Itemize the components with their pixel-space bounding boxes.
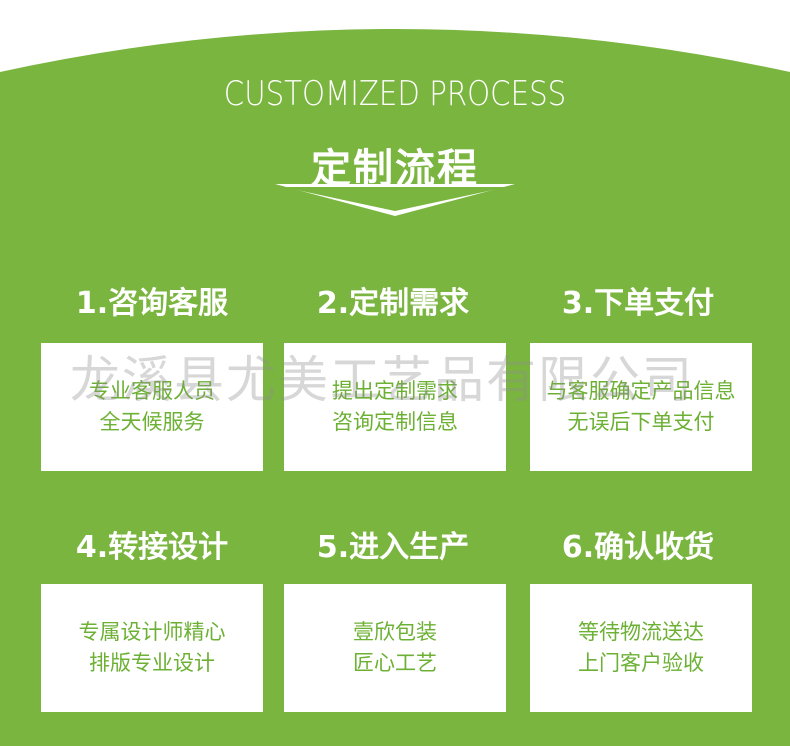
step-4-line-1: 专属设计师精心	[78, 620, 226, 644]
step-2-card: 提出定制需求 咨询定制信息	[284, 343, 506, 471]
step-2-title: 2.定制需求	[316, 286, 470, 321]
step-2-line-1: 提出定制需求	[332, 379, 458, 403]
step-5-title: 5.进入生产	[316, 530, 470, 565]
step-3-line-2: 无误后下单支付	[567, 410, 715, 434]
step-3-line-1: 与客服确定产品信息	[546, 379, 736, 403]
chevron-down-icon	[275, 184, 515, 216]
step-4-line-2: 排版专业设计	[89, 651, 215, 675]
step-1-line-1: 专业客服人员	[89, 379, 215, 403]
step-5-line-2: 匠心工艺	[353, 651, 437, 675]
step-4-card: 专属设计师精心 排版专业设计	[41, 584, 263, 712]
step-3-title: 3.下单支付	[561, 286, 715, 321]
step-5-card: 壹欣包装 匠心工艺	[284, 584, 506, 712]
step-6-card: 等待物流送达 上门客户验收	[530, 584, 752, 712]
step-1-title: 1.咨询客服	[75, 286, 229, 321]
step-2-line-2: 咨询定制信息	[332, 410, 458, 434]
step-4-title: 4.转接设计	[75, 530, 229, 565]
english-title: CUSTOMIZED PROCESS	[223, 74, 567, 114]
step-6-line-1: 等待物流送达	[578, 620, 704, 644]
step-1-line-2: 全天候服务	[99, 410, 205, 434]
step-5-line-1: 壹欣包装	[353, 620, 437, 644]
step-3-card: 与客服确定产品信息 无误后下单支付	[530, 343, 752, 471]
step-6-line-2: 上门客户验收	[578, 651, 704, 675]
step-6-title: 6.确认收货	[561, 530, 715, 565]
step-1-card: 专业客服人员 全天候服务	[41, 343, 263, 471]
